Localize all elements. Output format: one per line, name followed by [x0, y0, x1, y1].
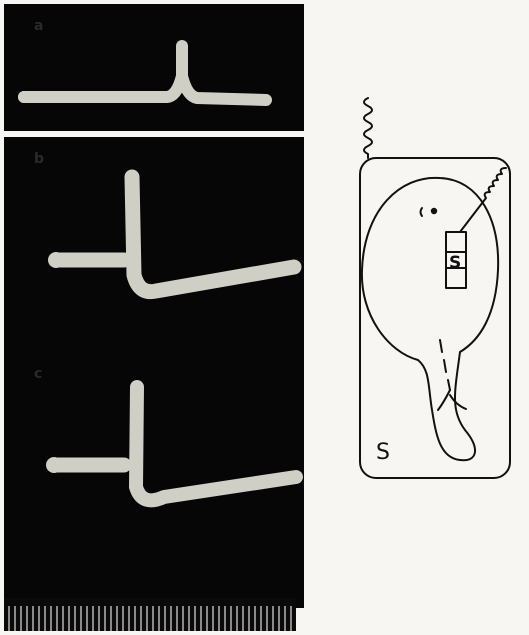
- time-scale-strip: [4, 598, 296, 631]
- trace-a: [4, 4, 304, 131]
- trace-c: [4, 352, 304, 608]
- trace-c-response: [136, 387, 296, 500]
- trace-b-response: [132, 177, 294, 292]
- trace-a-start-dot: [18, 91, 30, 103]
- electrode-label: S: [449, 253, 461, 273]
- spinal-cord: [440, 340, 450, 390]
- oscilloscope-panel-c: c: [4, 352, 304, 608]
- eye-right: [431, 208, 437, 214]
- oscilloscope-panel-a: a: [4, 4, 304, 131]
- trace-b-start-dot: [48, 252, 64, 268]
- tadpole-body: [362, 178, 498, 460]
- trace-a-line: [24, 76, 266, 100]
- eye-left: [421, 208, 423, 216]
- wire-coil-outer: [364, 98, 372, 158]
- tadpole-diagram: S: [340, 90, 515, 495]
- wire-coil-inner: [460, 168, 506, 232]
- chamber-corner-label: S: [376, 440, 390, 465]
- trace-c-start-dot: [46, 457, 62, 473]
- trace-b: [4, 137, 304, 352]
- tail-branch: [438, 390, 466, 410]
